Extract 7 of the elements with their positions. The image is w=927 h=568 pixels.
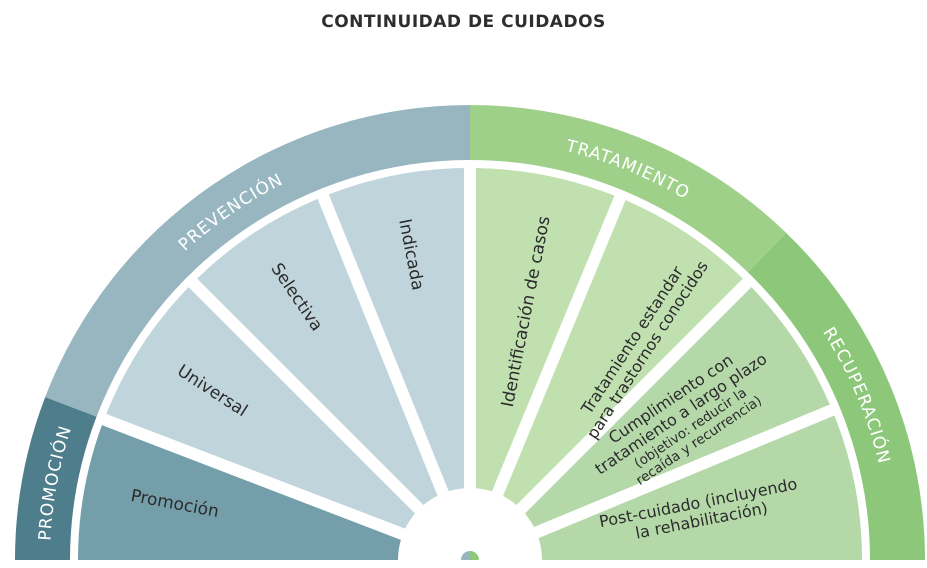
band-segment	[15, 396, 97, 560]
diagram-title: CONTINUIDAD DE CUIDADOS	[321, 12, 606, 32]
wedge-segment	[78, 425, 401, 560]
wedge-label: Promoción	[129, 487, 221, 523]
wedge-segment	[328, 168, 464, 492]
wedge-label: Indicada	[394, 218, 426, 292]
band-segment	[45, 105, 470, 417]
